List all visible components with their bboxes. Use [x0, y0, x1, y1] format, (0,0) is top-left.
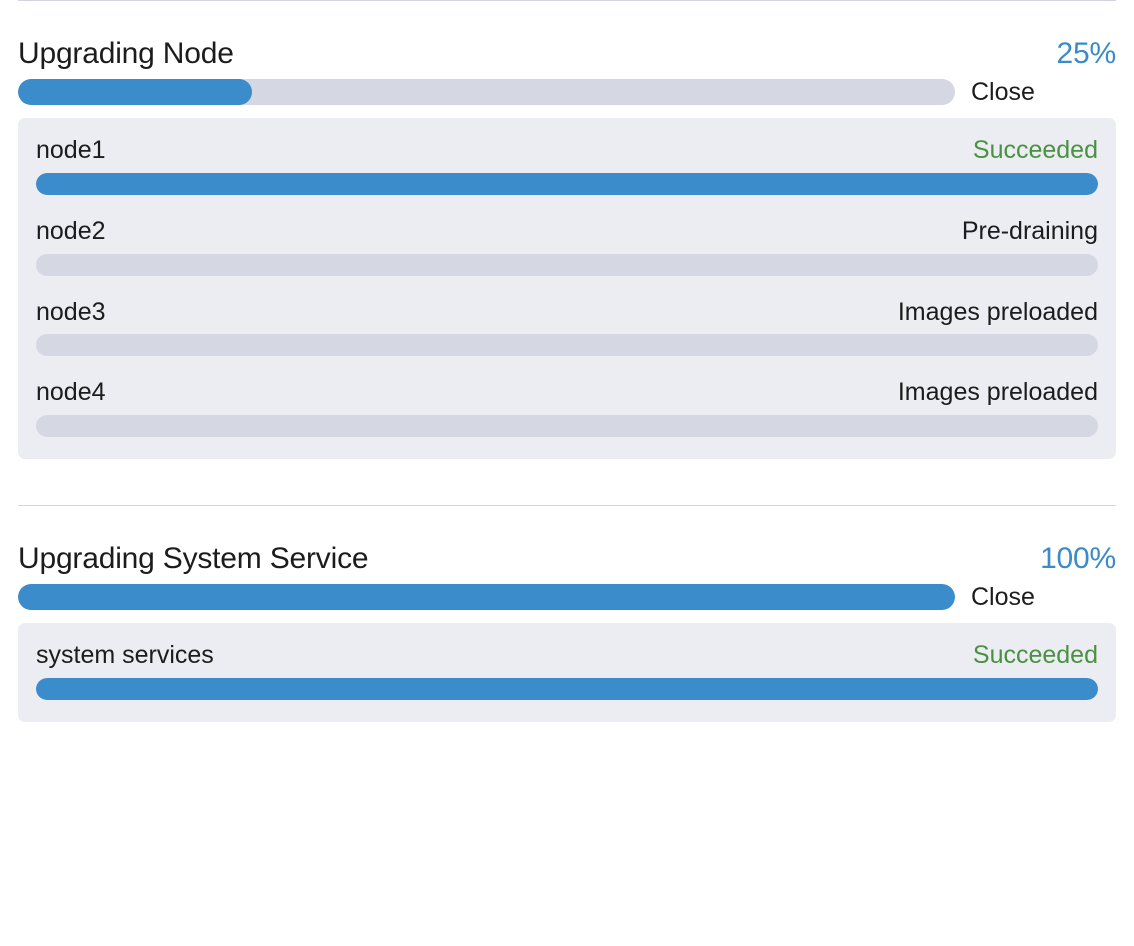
status-badge: Images preloaded	[897, 297, 1098, 326]
task-name: node2	[36, 216, 106, 245]
page-title: Upgrading System Service	[18, 542, 369, 575]
section-header: Upgrading Node 25%	[18, 1, 1116, 79]
overall-percent-label: 100%	[1040, 542, 1116, 575]
overall-progress-fill	[18, 79, 253, 105]
overall-progress-row: Close	[18, 584, 1116, 610]
overall-progress-row: Close	[18, 79, 1116, 105]
task-name: system services	[36, 641, 214, 669]
task-row-header: node3 Images preloaded	[36, 298, 1098, 335]
task-row-header: system services Succeeded	[36, 641, 1098, 678]
section-upgrading-node: Upgrading Node 25% Close node1 Succeeded	[0, 1, 1134, 459]
task-progress-fill	[36, 677, 1098, 700]
section-upgrading-system-service: Upgrading System Service 100% Close syst…	[0, 506, 1134, 722]
task-row: node3 Images preloaded	[36, 298, 1098, 357]
task-progress-fill	[36, 172, 1098, 195]
overall-progress-bar	[18, 584, 955, 610]
status-badge: Pre-draining	[961, 216, 1098, 245]
status-badge: Succeeded	[972, 136, 1098, 164]
task-row: system services Succeeded	[36, 641, 1098, 700]
task-name: node1	[36, 136, 106, 164]
task-row-header: node4 Images preloaded	[36, 378, 1098, 415]
section-spacer	[0, 459, 1134, 505]
status-badge: Succeeded	[972, 641, 1098, 669]
task-name: node3	[36, 297, 106, 326]
status-badge: Images preloaded	[897, 378, 1098, 407]
page-title: Upgrading Node	[18, 37, 234, 70]
task-row: node2 Pre-draining	[36, 217, 1098, 276]
section-divider-middle	[18, 505, 1116, 506]
overall-percent-label: 25%	[1056, 37, 1117, 70]
task-row: node1 Succeeded	[36, 136, 1098, 195]
task-progress-fill	[36, 334, 1098, 356]
task-name: node4	[36, 378, 106, 407]
close-button[interactable]: Close	[971, 582, 1035, 611]
node-task-card: node1 Succeeded node2 Pre-draining n	[18, 118, 1116, 459]
overall-progress-bar	[18, 79, 955, 105]
overall-progress-fill	[18, 584, 955, 610]
section-divider-top	[18, 0, 1116, 1]
task-row: node4 Images preloaded	[36, 378, 1098, 437]
task-row-header: node2 Pre-draining	[36, 217, 1098, 254]
task-progress-fill	[36, 254, 1098, 276]
task-row-header: node1 Succeeded	[36, 136, 1098, 173]
task-progress-bar	[36, 415, 1098, 437]
task-progress-fill	[36, 415, 1098, 437]
task-progress-bar	[36, 253, 1098, 276]
close-button[interactable]: Close	[971, 77, 1035, 106]
section-header: Upgrading System Service 100%	[18, 506, 1116, 584]
task-progress-bar	[36, 677, 1098, 700]
task-progress-bar	[36, 334, 1098, 357]
system-service-task-card: system services Succeeded	[18, 623, 1116, 722]
task-progress-bar	[36, 172, 1098, 195]
